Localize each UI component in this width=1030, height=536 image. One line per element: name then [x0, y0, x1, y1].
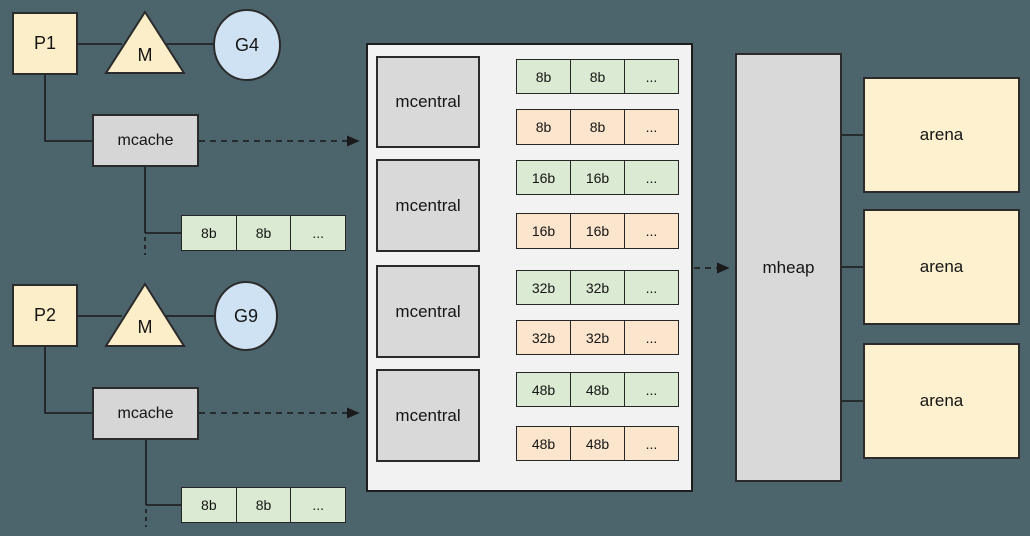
arena-3-label: arena: [919, 391, 964, 410]
machine-triangle-top: [104, 10, 186, 74]
span-cell: 48b: [517, 427, 570, 460]
mcache-top-span-row: 8b 8b ...: [181, 215, 346, 251]
arena-1-label: arena: [919, 125, 964, 144]
machine-bottom-label: M: [137, 316, 153, 337]
span-cell: 8b: [235, 488, 291, 522]
mcentral-8b-nonempty-row: 8b 8b ...: [516, 59, 679, 94]
goroutine-g4-label: G4: [234, 34, 259, 55]
mcentral-16b-label: mcentral: [395, 195, 461, 215]
span-cell: 16b: [570, 161, 624, 194]
machine-triangle-bottom: [104, 282, 186, 347]
mcache-bottom-label: mcache: [117, 404, 174, 422]
edge-p2-mcache: [44, 347, 93, 414]
span-cell: 8b: [517, 60, 570, 93]
span-cell: 16b: [517, 214, 570, 248]
mcentral-48b-label: mcentral: [395, 405, 461, 425]
span-cell: 32b: [570, 271, 624, 304]
goroutine-circle-top: [213, 9, 281, 81]
span-cell-more: ...: [624, 161, 678, 194]
mcentral-32b-node: mcentral: [376, 265, 480, 358]
processor-p2-node: P2: [12, 284, 78, 347]
mcentral-32b-label: mcentral: [395, 301, 461, 321]
span-cell-more: ...: [624, 60, 678, 93]
span-cell: 8b: [517, 110, 570, 144]
mcache-top-node: mcache: [92, 114, 199, 167]
mcentral-32b-empty-row: 32b 32b ...: [516, 320, 679, 355]
mcentral-16b-nonempty-row: 16b 16b ...: [516, 160, 679, 195]
mheap-label: mheap: [762, 257, 815, 277]
span-cell: 8b: [182, 488, 236, 522]
span-cell: 8b: [570, 60, 624, 93]
span-cell: 32b: [517, 271, 570, 304]
span-cell-more: ...: [290, 488, 346, 522]
mcentral-8b-node: mcentral: [376, 56, 480, 148]
span-cell-more: ...: [290, 216, 346, 250]
span-cell: 16b: [517, 161, 570, 194]
mcentral-8b-label: mcentral: [395, 92, 461, 111]
goroutine-g9-label: G9: [233, 305, 258, 326]
goroutine-circle-bottom: [214, 281, 278, 351]
span-cell-more: ...: [624, 373, 678, 406]
mcentral-32b-nonempty-row: 32b 32b ...: [516, 270, 679, 305]
machine-top-label: M: [137, 44, 153, 65]
arena-node-2: arena: [863, 209, 1020, 325]
mcentral-48b-nonempty-row: 48b 48b ...: [516, 372, 679, 407]
span-cell-more: ...: [624, 427, 678, 460]
span-cell: 32b: [517, 321, 570, 354]
span-cell: 48b: [570, 373, 624, 406]
processor-p1-node: P1: [12, 12, 78, 75]
processor-p2-label: P2: [33, 305, 57, 325]
mcentral-8b-empty-row: 8b 8b ...: [516, 109, 679, 145]
span-cell-more: ...: [624, 271, 678, 304]
mheap-node: mheap: [735, 53, 842, 482]
mcentral-16b-empty-row: 16b 16b ...: [516, 213, 679, 249]
mcentral-48b-empty-row: 48b 48b ...: [516, 426, 679, 461]
edge-p1-mcache: [44, 75, 92, 142]
arena-node-1: arena: [863, 77, 1020, 193]
arena-node-3: arena: [863, 343, 1020, 459]
span-cell: 8b: [235, 216, 291, 250]
span-cell-more: ...: [624, 214, 678, 248]
mcache-bottom-span-row: 8b 8b ...: [181, 487, 346, 523]
span-cell-more: ...: [624, 110, 678, 144]
span-cell: 48b: [570, 427, 624, 460]
span-cell: 48b: [517, 373, 570, 406]
mcentral-16b-node: mcentral: [376, 159, 480, 252]
processor-p1-label: P1: [33, 33, 57, 53]
mcache-bottom-node: mcache: [92, 387, 199, 440]
span-cell: 8b: [182, 216, 236, 250]
span-cell: 16b: [570, 214, 624, 248]
mcache-top-label: mcache: [117, 131, 174, 149]
mcentral-48b-node: mcentral: [376, 369, 480, 462]
span-cell-more: ...: [624, 321, 678, 354]
span-cell: 8b: [570, 110, 624, 144]
arena-2-label: arena: [919, 257, 964, 276]
span-cell: 32b: [570, 321, 624, 354]
